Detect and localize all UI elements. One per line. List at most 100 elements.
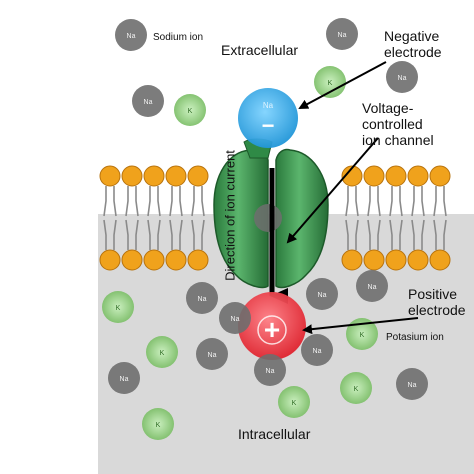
sodium-ion	[132, 85, 164, 117]
positive-electrode-label-line2: electrode	[408, 302, 466, 319]
lipid-head	[187, 165, 209, 187]
lipid-head	[99, 249, 121, 271]
negative-electrode-label-line2: electrode	[384, 44, 442, 61]
lipid-tail	[367, 186, 381, 217]
lipid-tail	[345, 186, 359, 217]
lipid-tail	[411, 186, 425, 217]
channel-right-subunit	[275, 148, 329, 289]
sodium-ion	[306, 278, 338, 310]
sodium-ion-symbol: Na	[368, 284, 377, 291]
lipid-head	[165, 165, 187, 187]
ion-channel	[213, 138, 329, 289]
sodium-ion-symbol: Na	[208, 352, 217, 359]
potassium-ion	[346, 318, 378, 350]
potassium-ion-symbol: K	[292, 400, 297, 407]
lipid-bilayer	[99, 165, 451, 271]
extracellular-label: Extracellular	[221, 42, 299, 58]
lipid-head	[363, 249, 385, 271]
potassium-ion-symbol: K	[354, 386, 359, 393]
sodium-ion-label: Sodium ion	[153, 32, 204, 43]
intracellular-label: Intracellular	[238, 426, 311, 442]
potassium-ion-symbol: K	[116, 305, 121, 312]
lipid-tail	[147, 219, 161, 250]
sodium-ion	[219, 302, 251, 334]
lipid-head	[187, 249, 209, 271]
lipid-tail	[433, 186, 447, 217]
sodium-ion-symbol: Na	[318, 292, 327, 299]
positive-electrode-label-line1: Positive	[408, 286, 458, 302]
lipid-head	[385, 165, 407, 187]
lipid-head	[121, 165, 143, 187]
sodium-ion-symbol: Na	[266, 368, 275, 375]
sodium-ion-symbol: Na	[408, 382, 417, 389]
potassium-ion	[340, 372, 372, 404]
lipid-tail	[103, 219, 117, 250]
potassium-ion-symbol: K	[188, 108, 193, 115]
lipid-head	[429, 249, 451, 271]
potassium-ion	[142, 408, 174, 440]
lipid-head	[429, 165, 451, 187]
lipid-head	[385, 249, 407, 271]
potassium-ion	[146, 336, 178, 368]
sodium-ion-symbol: Na	[120, 376, 129, 383]
lipid-head	[363, 165, 385, 187]
positive-electrode: +	[238, 292, 306, 360]
sodium-ion	[196, 338, 228, 370]
lipid-head	[99, 165, 121, 187]
lipid-tail	[389, 219, 403, 250]
direction-label: Direction of ion current	[222, 150, 238, 281]
lipid-head	[143, 165, 165, 187]
sodium-ion-symbol: Na	[338, 32, 347, 39]
potassium-ion	[278, 386, 310, 418]
potassium-ion-symbol: K	[328, 80, 333, 87]
potassium-ion-label: Potasium ion	[386, 332, 444, 343]
sodium-ion	[326, 18, 358, 50]
voltage-channel-label: Voltage- controlled ion channel	[362, 100, 434, 148]
lipid-tail	[191, 219, 205, 250]
negative-electrode-pointer	[298, 61, 387, 109]
sodium-ion-symbol: Na	[398, 75, 407, 82]
negative-electrode-label: Negative electrode	[384, 28, 442, 60]
voltage-channel-label-line2: controlled	[362, 116, 423, 133]
negative-electrode: Na −	[238, 88, 298, 148]
voltage-channel-label-line1: Voltage-	[362, 100, 414, 116]
lipid-tail	[169, 219, 183, 250]
sodium-ion	[396, 368, 428, 400]
sodium-ion-in-channel	[254, 204, 282, 232]
potassium-ion	[102, 291, 134, 323]
negative-electrode-na-text: Na	[263, 101, 274, 110]
voltage-channel-label-line3: ion channel	[362, 132, 434, 149]
lipid-tail	[103, 186, 117, 217]
plus-symbol: +	[264, 314, 280, 345]
lipid-head	[165, 249, 187, 271]
lipid-head	[121, 249, 143, 271]
minus-symbol: −	[262, 113, 275, 138]
lipid-tail	[367, 219, 381, 250]
positive-electrode-label: Positive electrode	[408, 286, 466, 318]
lipid-tail	[169, 186, 183, 217]
sodium-ion-symbol: Na	[313, 348, 322, 355]
lipid-head	[407, 165, 429, 187]
lipid-tail	[411, 219, 425, 250]
sodium-ion	[186, 282, 218, 314]
potassium-ion-symbol: K	[160, 350, 165, 357]
potassium-ion-symbol: K	[156, 422, 161, 429]
lipid-head	[407, 249, 429, 271]
lipid-tail	[147, 186, 161, 217]
potassium-ion	[314, 66, 346, 98]
lipid-tail	[125, 219, 139, 250]
sodium-ion	[386, 61, 418, 93]
lipid-head	[143, 249, 165, 271]
lipid-tail	[125, 186, 139, 217]
negative-electrode-label-line1: Negative	[384, 28, 440, 44]
sodium-ion	[115, 19, 147, 51]
lipid-tail	[433, 219, 447, 250]
potassium-ion-symbol: K	[360, 332, 365, 339]
sodium-ion-symbol: Na	[144, 99, 153, 106]
sodium-ion-symbol: Na	[198, 296, 207, 303]
lipid-tail	[389, 186, 403, 217]
positive-electrode-pointer	[302, 317, 419, 335]
sodium-ion	[108, 362, 140, 394]
